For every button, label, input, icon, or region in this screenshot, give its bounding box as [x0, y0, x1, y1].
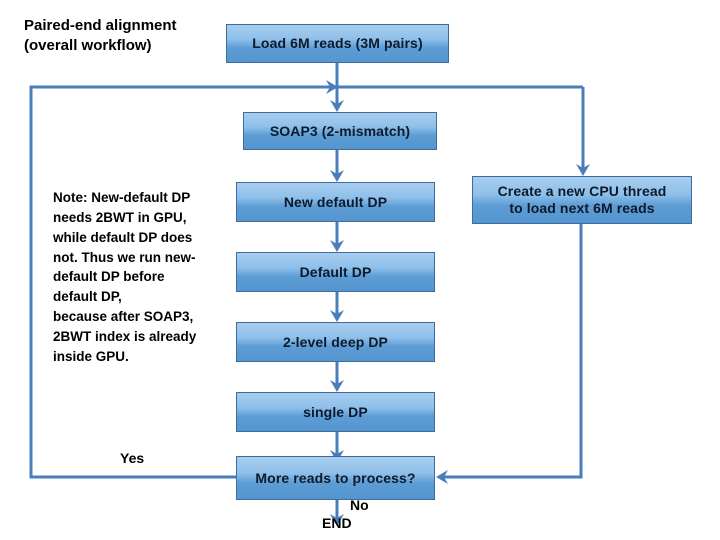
node-new-default-dp[interactable]: New default DP [236, 182, 435, 222]
node-two-level-deep-dp[interactable]: 2-level deep DP [236, 322, 435, 362]
arrowhead-cputhread-to-decision [436, 470, 448, 484]
node-decision-more-reads[interactable]: More reads to process? [236, 456, 435, 500]
arrowhead-soap3-to-newdefaultdp [330, 170, 344, 182]
edge-label-no: No [350, 497, 369, 513]
arrowhead-defaultdp-to-twoleveldp [330, 310, 344, 322]
arrowhead-newdefaultdp-to-defaultdp [330, 240, 344, 252]
arrowhead-decision-to-end [330, 514, 344, 526]
arrowhead-load-to-soap3 [330, 100, 344, 112]
edge-yes-feedback-loop [29, 85, 583, 479]
node-load-reads[interactable]: Load 6M reads (3M pairs) [226, 24, 449, 63]
node-soap3[interactable]: SOAP3 (2-mismatch) [243, 112, 437, 150]
arrowhead-twoleveldp-to-singledp [330, 380, 344, 392]
arrowhead-yes-loop-into-column [326, 80, 338, 94]
arrowhead-loop-to-cputhread [576, 164, 590, 176]
node-create-cpu-thread[interactable]: Create a new CPU thread to load next 6M … [472, 176, 692, 224]
edge-label-yes: Yes [120, 450, 145, 466]
edge-label-end: END [322, 515, 352, 531]
node-default-dp[interactable]: Default DP [236, 252, 435, 292]
edge-cputhread-to-decision [444, 224, 583, 479]
node-single-dp[interactable]: single DP [236, 392, 435, 432]
page-title: Paired-end alignment (overall workflow) [24, 17, 177, 54]
note-text: Note: New-default DP needs 2BWT in GPU, … [53, 190, 197, 364]
